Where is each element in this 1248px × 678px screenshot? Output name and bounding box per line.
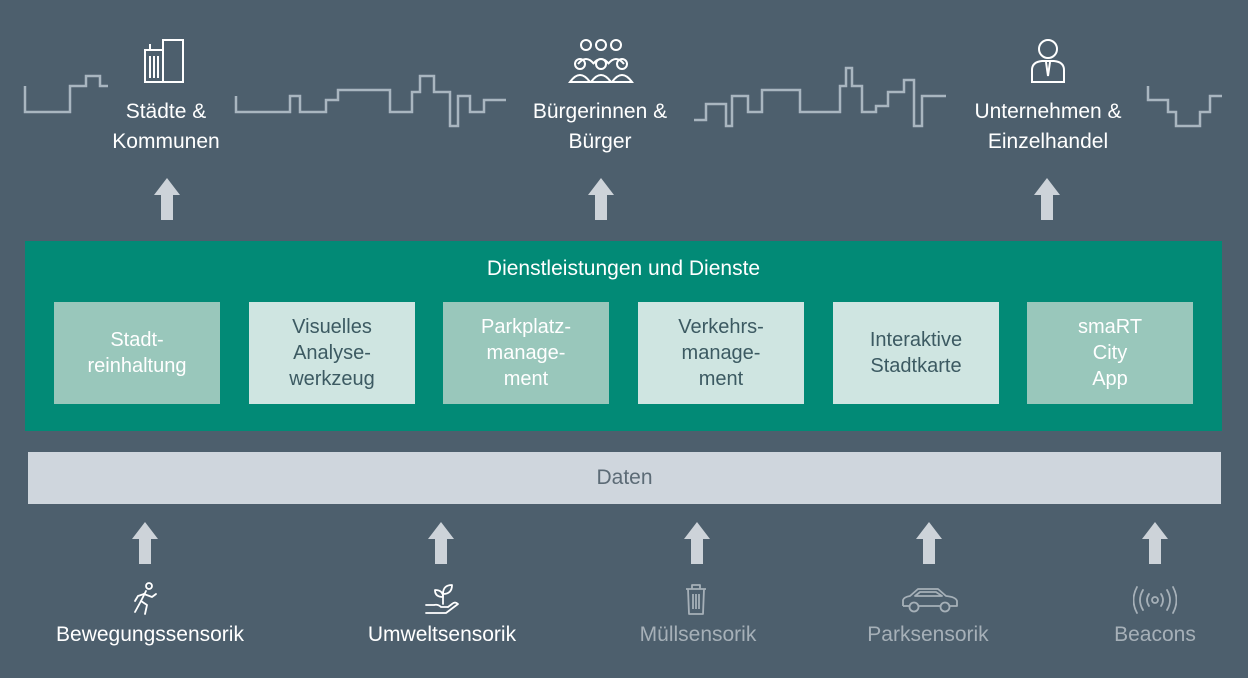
sensor-label-muell: Müllsensorik (639, 623, 757, 646)
service-tile-analysewerkzeug: Visuelles Analyse- werkzeug (249, 302, 415, 404)
people-group-icon (568, 39, 634, 83)
up-arrow-icon (428, 522, 454, 564)
plant-hand-icon (425, 584, 459, 614)
running-person-icon (134, 582, 157, 615)
sensor-label-umwelt: Umweltsensorik (367, 623, 517, 646)
up-arrow-icon (132, 522, 158, 564)
up-arrow-icon (916, 522, 942, 564)
businessperson-icon (1031, 39, 1065, 83)
up-arrow-icon (684, 522, 710, 564)
data-layer-label: Daten (596, 466, 653, 489)
service-tile-verkehrsmanagement: Verkehrs- manage- ment (638, 302, 804, 404)
up-arrow-icon (154, 178, 180, 220)
sensor-label-bewegung: Bewegungssensorik (56, 623, 244, 646)
beacon-signal-icon (1133, 586, 1177, 614)
services-title: Dienstleistungen und Dienste (486, 257, 761, 280)
stakeholder-label-cities: Städte & Kommunen (112, 100, 220, 153)
service-tile-stadtreinhaltung: Stadt- reinhaltung (54, 302, 220, 404)
services-panel: Dienstleistungen und Dienste Stadt- rein… (25, 241, 1222, 431)
sensor-label-beacons: Beacons (1114, 623, 1196, 646)
buildings-icon (144, 39, 184, 83)
service-tile-parkplatzmanagement: Parkplatz- manage- ment (443, 302, 609, 404)
up-arrow-icon (588, 178, 614, 220)
skyline-outline (23, 66, 1222, 128)
stakeholder-label-citizens: Bürgerinnen & Bürger (532, 100, 668, 153)
trash-can-icon (686, 584, 706, 615)
car-icon (902, 588, 958, 613)
up-arrow-icon (1034, 178, 1060, 220)
up-arrow-icon (1142, 522, 1168, 564)
sensor-label-park: Parksensorik (867, 623, 989, 646)
service-tile-stadtkarte: Interaktive Stadtkarte (833, 302, 999, 404)
data-layer-bar: Daten (28, 452, 1221, 504)
stakeholder-label-businesses: Unternehmen & Einzelhandel (974, 100, 1122, 153)
service-tile-city-app: smaRT City App (1027, 302, 1193, 404)
